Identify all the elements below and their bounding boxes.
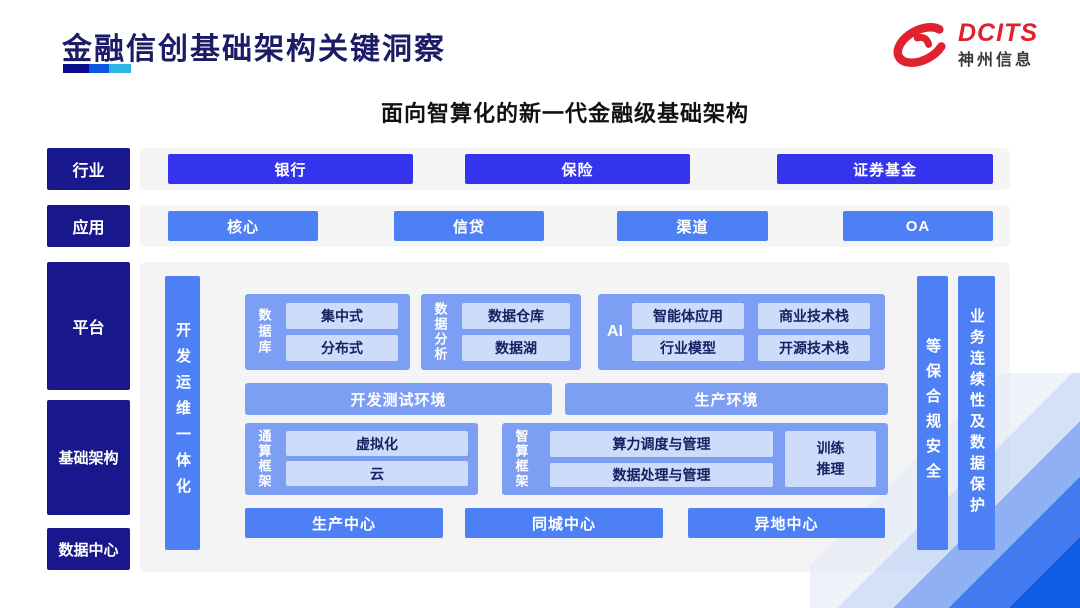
ai-group-label-text: AI — [607, 323, 623, 340]
underline-segment-3 — [109, 64, 131, 73]
box-commercial-stack: 商业技术栈 — [758, 303, 870, 329]
box-production-center: 生产中心 — [245, 508, 443, 538]
box-training-inference-text: 训练推理 — [816, 440, 845, 477]
devops-bar-label: 开发运维一体化 — [174, 322, 191, 504]
dev-test-env-bar: 开发测试环境 — [245, 383, 552, 415]
continuity-bar: 业务连续性及数据保护 — [958, 276, 995, 550]
analytics-group-label-text: 数据分析 — [432, 302, 448, 362]
sidebar-label-application: 应用 — [47, 205, 130, 247]
main-panel: 开发运维一体化 数据库 集中式 分布式 数据分析 数据仓库 数据湖 AI 智能体… — [140, 262, 1010, 572]
devops-bar: 开发运维一体化 — [165, 276, 200, 550]
box-virtualization: 虚拟化 — [286, 431, 468, 456]
general-compute-group: 通算框架 虚拟化 云 — [245, 423, 478, 495]
page-title: 金融信创基础架构关键洞察 — [62, 33, 446, 66]
logo-company: 神州信息 — [958, 52, 1035, 70]
box-centralized: 集中式 — [286, 303, 398, 329]
intelligent-compute-group: 智算框架 算力调度与管理 数据处理与管理 训练推理 — [502, 423, 888, 495]
box-credit: 信贷 — [394, 211, 544, 241]
intelligent-compute-group-label-text: 智算框架 — [513, 429, 529, 489]
analytics-group: 数据分析 数据仓库 数据湖 — [421, 294, 581, 370]
box-distributed: 分布式 — [286, 335, 398, 361]
sidebar-label-platform: 平台 — [47, 262, 130, 390]
continuity-bar-label: 业务连续性及数据保护 — [968, 308, 985, 518]
logo-brand: DCITS — [958, 18, 1038, 47]
box-data-lake: 数据湖 — [462, 335, 570, 361]
box-data-warehouse: 数据仓库 — [462, 303, 570, 329]
box-same-city-center: 同城中心 — [465, 508, 663, 538]
box-bank: 银行 — [168, 154, 413, 184]
box-data-processing: 数据处理与管理 — [550, 463, 773, 487]
box-compute-scheduling: 算力调度与管理 — [550, 431, 773, 457]
security-bar-label: 等保合规安全 — [924, 338, 941, 488]
box-securities-funds: 证券基金 — [777, 154, 993, 184]
application-strip: 核心 信贷 渠道 OA — [140, 205, 1010, 247]
security-bar: 等保合规安全 — [917, 276, 948, 550]
underline-segment-2 — [89, 64, 109, 73]
box-opensource-stack: 开源技术栈 — [758, 335, 870, 361]
box-insurance: 保险 — [465, 154, 690, 184]
ai-group: AI 智能体应用 商业技术栈 行业模型 开源技术栈 — [598, 294, 885, 370]
box-oa: OA — [843, 211, 993, 241]
general-compute-group-label-text: 通算框架 — [256, 429, 272, 489]
database-group-label-text: 数据库 — [256, 308, 272, 356]
box-cloud: 云 — [286, 461, 468, 486]
prod-env-bar: 生产环境 — [565, 383, 888, 415]
database-group-label: 数据库 — [245, 294, 283, 370]
sidebar-label-industry: 行业 — [47, 148, 130, 190]
ai-group-label: AI — [598, 294, 632, 370]
title-underline — [63, 64, 131, 73]
box-agent-apps: 智能体应用 — [632, 303, 744, 329]
logo: DCITS 神州信息 — [890, 16, 1038, 74]
database-group: 数据库 集中式 分布式 — [245, 294, 410, 370]
box-industry-models: 行业模型 — [632, 335, 744, 361]
general-compute-group-label: 通算框架 — [245, 423, 283, 495]
box-remote-center: 异地中心 — [688, 508, 885, 538]
industry-strip: 银行 保险 证券基金 — [140, 148, 1010, 190]
logo-text: DCITS 神州信息 — [958, 20, 1038, 70]
intelligent-compute-group-label: 智算框架 — [502, 423, 540, 495]
sidebar-label-infrastructure: 基础架构 — [47, 400, 130, 515]
box-channel: 渠道 — [617, 211, 768, 241]
analytics-group-label: 数据分析 — [421, 294, 459, 370]
sidebar-label-datacenter: 数据中心 — [47, 528, 130, 570]
underline-segment-1 — [63, 64, 89, 73]
logo-swirl-icon — [893, 23, 949, 67]
box-training-inference: 训练推理 — [785, 431, 876, 487]
box-core: 核心 — [168, 211, 318, 241]
diagram-title: 面向智算化的新一代金融级基础架构 — [380, 101, 749, 126]
